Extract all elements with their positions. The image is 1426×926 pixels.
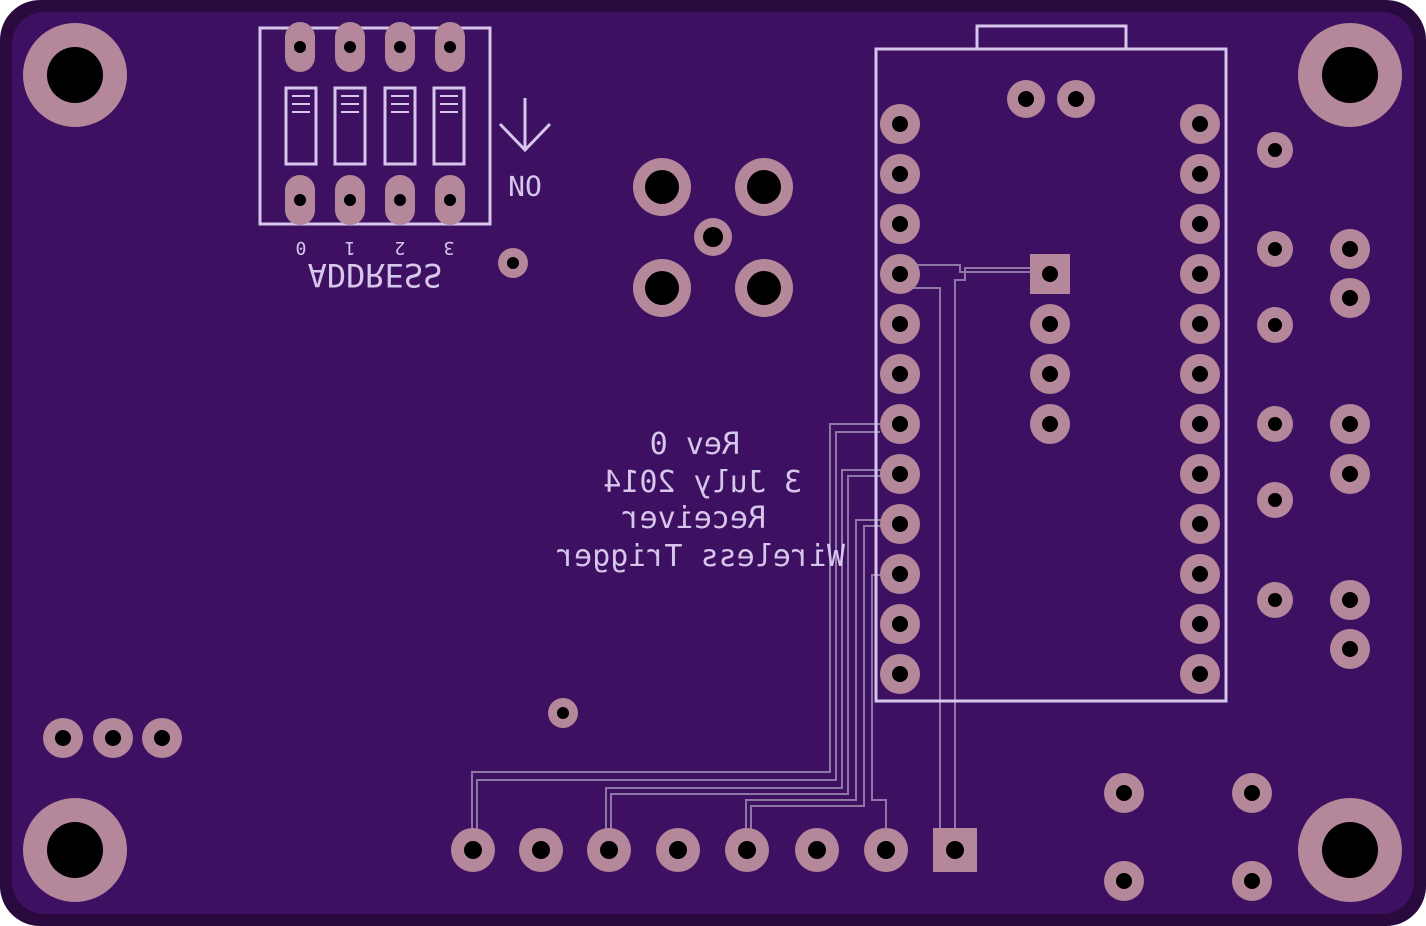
module-pin (1180, 304, 1220, 344)
mounting-hole (1298, 23, 1402, 127)
jack-pad (735, 259, 793, 317)
mounting-hole (1298, 798, 1402, 902)
module-pin (1180, 254, 1220, 294)
dip-switch-pad (435, 22, 465, 72)
header-pin (1030, 304, 1070, 344)
dip-on-label: ON (508, 169, 542, 202)
address-bit-2: 2 (395, 237, 406, 258)
module-pin (1180, 204, 1220, 244)
bottom-header-pin (587, 828, 631, 872)
jack-pad (633, 259, 691, 317)
title-line-4: Rev 0 (650, 427, 740, 462)
module-pin (1180, 104, 1220, 144)
module-pin (1180, 354, 1220, 394)
side-pad (1330, 580, 1370, 620)
side-pad (1257, 231, 1293, 267)
jack-pad (694, 218, 732, 256)
module-pin (880, 404, 920, 444)
module-pin (1180, 654, 1220, 694)
bottom-header-pin (451, 828, 495, 872)
bottom-header-pin (795, 828, 839, 872)
header-pin-square (1030, 254, 1070, 294)
corner-pad (1232, 861, 1272, 901)
bottom-header-pin (864, 828, 908, 872)
header-pin (1030, 354, 1070, 394)
module-pin (880, 204, 920, 244)
dip-switch-pad (335, 175, 365, 225)
title-line-3: 3 July 2014 (603, 465, 802, 500)
via (498, 248, 528, 278)
side-pad (1330, 629, 1370, 669)
module-pin (1180, 454, 1220, 494)
arrow-down-icon (498, 98, 552, 153)
module-pin (880, 254, 920, 294)
mounting-hole (23, 798, 127, 902)
module-pin (1007, 80, 1045, 118)
left-header-pin (93, 718, 133, 758)
module-pin (1057, 80, 1095, 118)
module-outline (874, 24, 1228, 703)
side-pad (1330, 278, 1370, 318)
dip-switch-pad (285, 175, 315, 225)
address-label: ADDRESS (308, 256, 443, 294)
module-pin (880, 654, 920, 694)
module-pin (880, 104, 920, 144)
jack-pad (633, 158, 691, 216)
pads-layer (23, 22, 1402, 902)
left-header-pin (142, 718, 182, 758)
dip-switch (258, 26, 492, 226)
silkscreen-text: ON ADDRESS 0 1 2 3 Wireless Trigger Rece… (296, 169, 845, 574)
mounting-hole (23, 23, 127, 127)
module-pin (1180, 404, 1220, 444)
bottom-header-pin (656, 828, 700, 872)
module-pin (1180, 554, 1220, 594)
side-pad (1330, 404, 1370, 444)
module-pin (880, 554, 920, 594)
module-pin (880, 454, 920, 494)
title-line-1: Wireless Trigger (556, 539, 845, 574)
via (548, 698, 578, 728)
dip-switch-pad (435, 175, 465, 225)
module-pin (880, 504, 920, 544)
jack-pad (735, 158, 793, 216)
side-pad (1257, 482, 1293, 518)
module-pin (880, 304, 920, 344)
dip-switch-pad (385, 175, 415, 225)
bottom-header-pin (725, 828, 769, 872)
side-pad (1257, 307, 1293, 343)
address-bit-1: 1 (345, 237, 356, 258)
module-pin (1180, 504, 1220, 544)
side-pad (1257, 582, 1293, 618)
dip-switch-pad (335, 22, 365, 72)
side-pad (1330, 229, 1370, 269)
corner-pad (1232, 773, 1272, 813)
module-pin (880, 154, 920, 194)
address-bit-3: 3 (444, 237, 455, 258)
title-line-2: Receiver (622, 501, 767, 536)
corner-pad (1104, 773, 1144, 813)
board-substrate (12, 12, 1414, 914)
dip-switch-pad (385, 22, 415, 72)
corner-pad (1104, 861, 1144, 901)
dip-switch-pad (285, 22, 315, 72)
bottom-header-pin-square (933, 828, 977, 872)
module-pin (1180, 604, 1220, 644)
side-pad (1330, 454, 1370, 494)
bottom-header-pin (519, 828, 563, 872)
address-bit-0: 0 (296, 237, 307, 258)
module-pin (880, 354, 920, 394)
header-pin (1030, 404, 1070, 444)
left-header-pin (43, 718, 83, 758)
side-pad (1257, 406, 1293, 442)
side-pad (1257, 132, 1293, 168)
module-pin (880, 604, 920, 644)
module-pin (1180, 154, 1220, 194)
